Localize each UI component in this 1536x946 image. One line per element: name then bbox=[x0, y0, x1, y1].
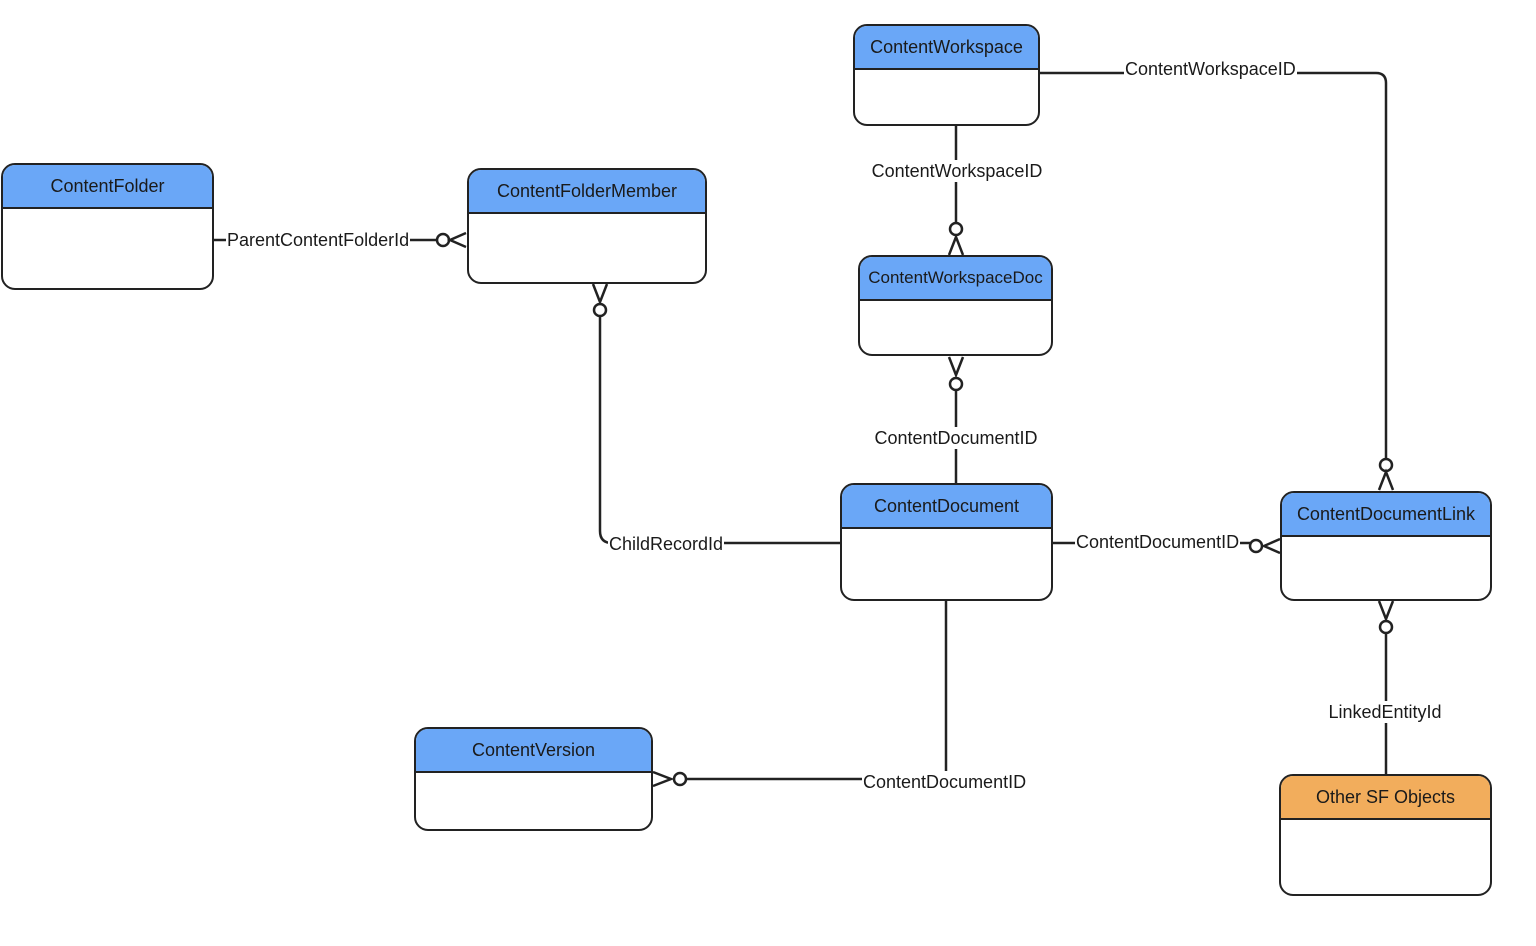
relationship-label-parent-content-folder-id: ParentContentFolderId bbox=[226, 229, 411, 251]
entity-header: ContentWorkspaceDoc bbox=[860, 257, 1051, 301]
connector-document-to-version bbox=[686, 601, 948, 781]
zero-marker-icon bbox=[1248, 538, 1264, 554]
crowfoot-icon bbox=[947, 233, 965, 256]
crowfoot-icon bbox=[446, 231, 467, 249]
crowfoot-icon bbox=[1377, 600, 1395, 623]
crowfoot-icon bbox=[652, 770, 675, 788]
entity-other-sf-objects[interactable]: Other SF Objects bbox=[1279, 774, 1492, 896]
connector-workspace-to-link bbox=[1040, 71, 1388, 459]
entity-content-folder-member[interactable]: ContentFolderMember bbox=[467, 168, 707, 284]
entity-content-document-link[interactable]: ContentDocumentLink bbox=[1280, 491, 1492, 601]
relationship-label-workspace-to-doc: ContentWorkspaceID bbox=[870, 160, 1044, 182]
entity-content-folder[interactable]: ContentFolder bbox=[1, 163, 214, 290]
entity-header: ContentDocumentLink bbox=[1282, 493, 1490, 537]
relationship-label-child-record-id: ChildRecordId bbox=[608, 533, 725, 555]
entity-header: Other SF Objects bbox=[1281, 776, 1490, 820]
crowfoot-icon bbox=[591, 283, 609, 306]
entity-content-workspace[interactable]: ContentWorkspace bbox=[853, 24, 1040, 126]
connector-document-to-member bbox=[598, 316, 840, 545]
entity-content-workspace-doc[interactable]: ContentWorkspaceDoc bbox=[858, 255, 1053, 356]
relationship-label-document-to-version: ContentDocumentID bbox=[862, 771, 1028, 793]
relationship-label-workspace-to-link: ContentWorkspaceID bbox=[1124, 58, 1297, 80]
entity-header: ContentDocument bbox=[842, 485, 1051, 529]
crowfoot-icon bbox=[947, 356, 965, 379]
zero-marker-icon bbox=[948, 376, 964, 392]
entity-header: ContentFolderMember bbox=[469, 170, 705, 214]
zero-marker-icon bbox=[672, 771, 688, 787]
entity-header: ContentVersion bbox=[416, 729, 651, 773]
relationship-label-linked-entity-id: LinkedEntityId bbox=[1327, 701, 1443, 723]
relationship-label-document-to-workspace-doc: ContentDocumentID bbox=[873, 427, 1039, 449]
entity-content-version[interactable]: ContentVersion bbox=[414, 727, 653, 831]
zero-marker-icon bbox=[1378, 619, 1394, 635]
entity-header: ContentFolder bbox=[3, 165, 212, 209]
crowfoot-icon bbox=[1377, 468, 1395, 491]
entity-header: ContentWorkspace bbox=[855, 26, 1038, 70]
relationship-label-document-to-link: ContentDocumentID bbox=[1075, 531, 1241, 553]
zero-marker-icon bbox=[948, 221, 964, 237]
zero-marker-icon bbox=[592, 302, 608, 318]
entity-content-document[interactable]: ContentDocument bbox=[840, 483, 1053, 601]
crowfoot-icon bbox=[1260, 537, 1281, 555]
